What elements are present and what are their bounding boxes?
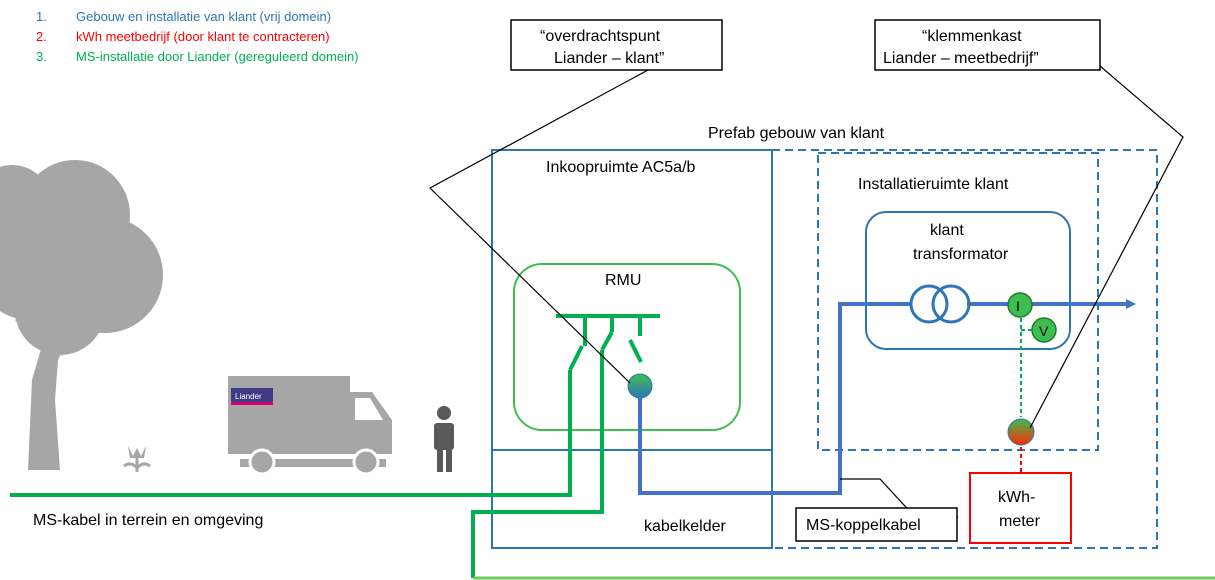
klemmenkast-line1: “klemmenkast [922, 28, 1022, 45]
kwh-meter-label-2: meter [999, 513, 1041, 530]
kwh-meter-label-1: kWh- [998, 489, 1035, 506]
transformator-box [865, 211, 1071, 350]
rmu-box [513, 263, 741, 431]
legend-num-3: 3. [36, 49, 47, 64]
ms-cables-green [10, 314, 660, 578]
installatieruimte-outline [817, 152, 1099, 451]
legend-text-1: Gebouw en installatie van klant (vrij do… [76, 9, 331, 24]
overdrachtspunt-line1: “overdrachtspunt [540, 28, 661, 45]
legend-num-1: 1. [36, 9, 47, 24]
ms-cable-terrain [10, 370, 572, 497]
legend-text-2: kWh meetbedrijf (door klant te contracte… [76, 29, 330, 44]
overdrachtspunt-line2: Liander – klant” [554, 50, 664, 67]
koppelkabel-callout [795, 507, 958, 542]
klemmenkast-node [1007, 418, 1035, 446]
current-sensor: I [1007, 292, 1033, 318]
inkoopruimte-label: Inkoopruimte AC5a/b [546, 159, 696, 176]
rmu-label: RMU [605, 272, 641, 289]
transformator-label-2: transformator [913, 246, 1009, 263]
legend-text-3: MS-installatie door Liander (gereguleerd… [76, 49, 359, 64]
voltage-sensor-label: V [1039, 323, 1049, 339]
liander-logo-text: Liander [235, 392, 262, 401]
legend: 1. Gebouw en installatie van klant (vrij… [36, 9, 359, 64]
klemmenkast-line2: Liander – meetbedrijf” [883, 50, 1039, 67]
plant-icon [123, 446, 151, 472]
ms-kabel-label: MS-kabel in terrein en omgeving [33, 512, 263, 529]
kwh-meter-box [969, 472, 1072, 544]
voltage-sensor: V [1031, 317, 1057, 343]
inkoopruimte-outline [491, 149, 773, 549]
liander-logo [231, 388, 273, 405]
transformator-coil-2 [931, 284, 971, 324]
ms-koppelkabel [638, 299, 1136, 495]
klemmenkast-callout [874, 19, 1101, 71]
prefab-label: Prefab gebouw van klant [708, 125, 885, 142]
tree-icon [0, 160, 163, 470]
truck-icon: Liander [228, 376, 392, 476]
person-icon [434, 406, 454, 472]
transformator-coil-1 [909, 284, 949, 324]
overdrachtspunt-callout [510, 19, 723, 71]
current-sensor-label: I [1016, 298, 1020, 314]
koppelkabel-label: MS-koppelkabel [806, 517, 921, 534]
transformator-label-1: klant [930, 222, 964, 239]
ms-cable-loop [471, 350, 604, 578]
installatieruimte-label: Installatieruimte klant [858, 176, 1009, 193]
kabelkelder-label: kabelkelder [644, 518, 727, 535]
legend-num-2: 2. [36, 29, 47, 44]
overdrachtspunt-node [627, 373, 653, 399]
